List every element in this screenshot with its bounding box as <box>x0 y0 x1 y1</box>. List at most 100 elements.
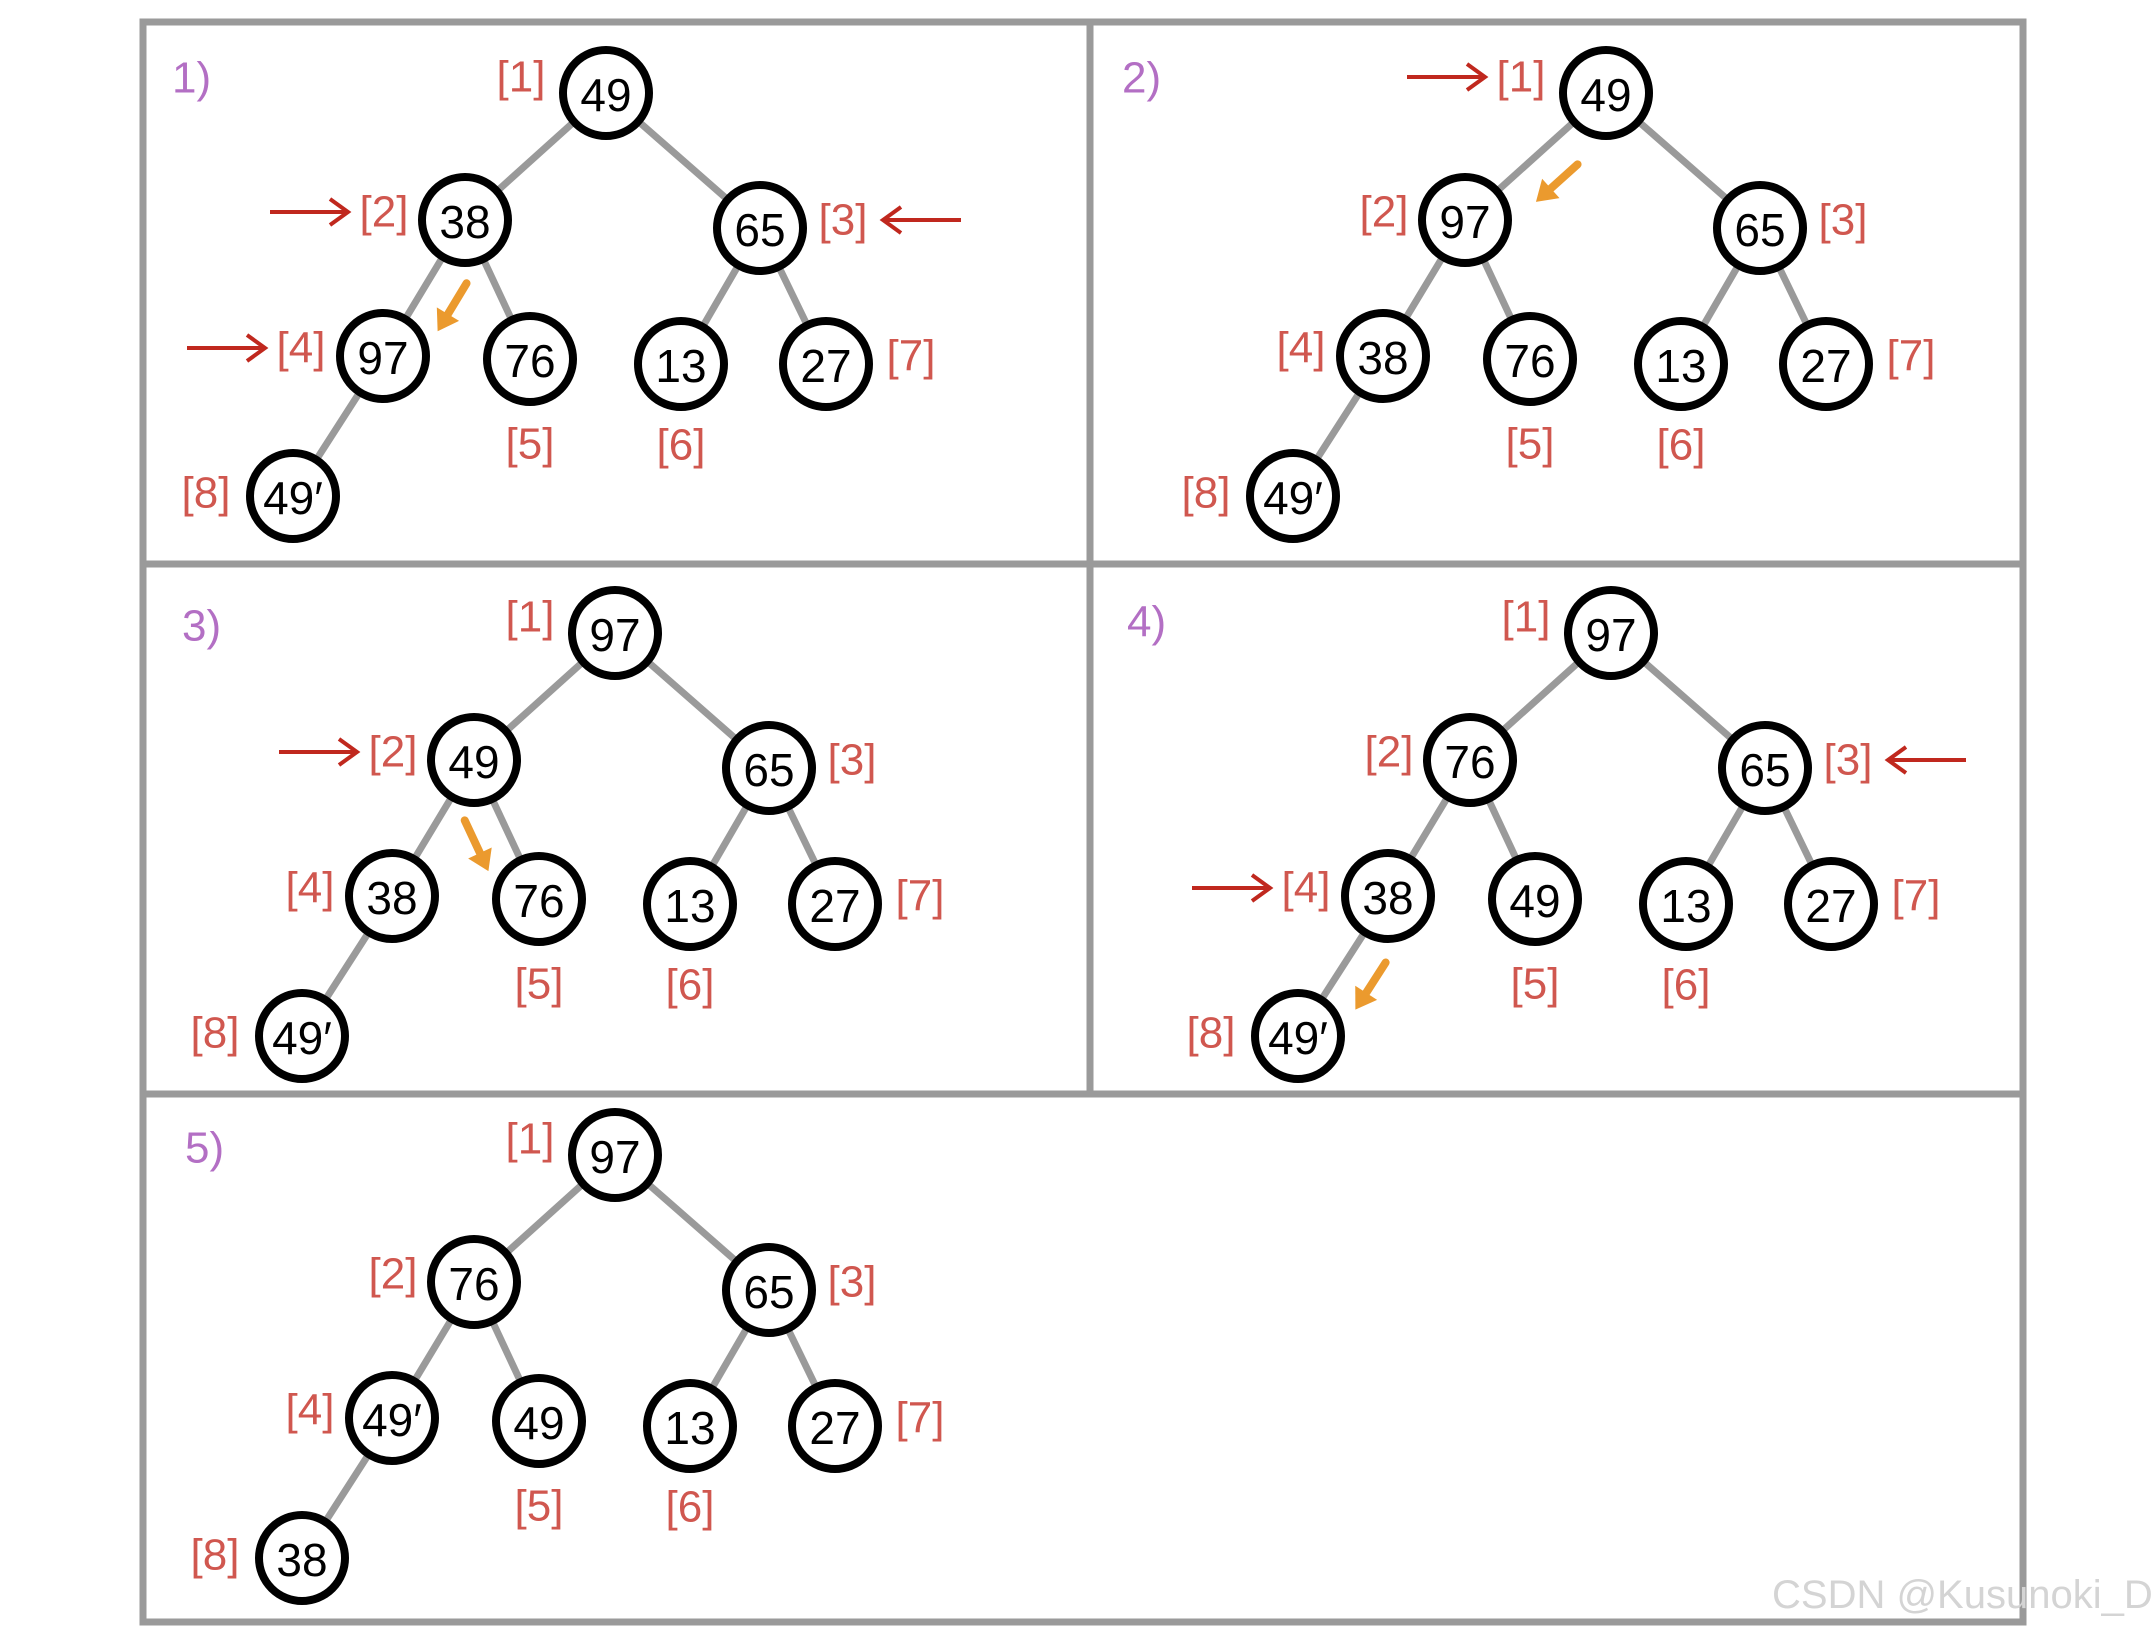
heap-node: 76[5] <box>483 312 577 469</box>
node-value: 13 <box>1655 340 1706 392</box>
heap-node: 38[4] <box>286 849 439 943</box>
node-value: 76 <box>1504 335 1555 387</box>
heap-node: 97 [1] <box>506 586 662 680</box>
node-circle <box>255 989 349 1083</box>
node-value: 49 <box>1509 875 1560 927</box>
node-circle <box>246 449 340 543</box>
node-value: 38 <box>439 196 490 248</box>
node-index-label: [4] <box>1277 324 1326 373</box>
node-value: 27 <box>1800 340 1851 392</box>
node-value: 27 <box>1805 880 1856 932</box>
node-circle <box>418 173 512 267</box>
node-value: 76 <box>1444 736 1495 788</box>
node-value: 49′ <box>272 1012 332 1064</box>
node-index-label: [6] <box>657 421 706 470</box>
node-index-label: [3] <box>828 1258 877 1307</box>
heap-node: 76[2] <box>369 1235 521 1329</box>
heap-node: 49[1] <box>497 46 653 140</box>
node-value: 97 <box>589 1131 640 1183</box>
node-value: 13 <box>1660 880 1711 932</box>
node-index-label: [3] <box>828 736 877 785</box>
red-arrow-4-head <box>245 333 269 363</box>
node-circle <box>559 46 653 140</box>
heap-node: 49′[4] <box>286 1371 439 1465</box>
heap-node: 97 [1] <box>506 1108 662 1202</box>
node-circle <box>345 1371 439 1465</box>
heap-node: 13 [6] <box>1634 317 1728 470</box>
node-value: 65 <box>743 1266 794 1318</box>
heap-node: 65[3] <box>722 721 877 815</box>
node-index-label: [1] <box>506 1115 555 1164</box>
node-index-label: [6] <box>1657 421 1706 470</box>
node-value: 97 <box>1439 196 1490 248</box>
node-circle <box>492 1374 586 1468</box>
panel-1: 1)49[1]38[2]65[3]97[4]76[5]13[6]27[7]49′… <box>172 46 961 543</box>
node-index-label: [1] <box>506 593 555 642</box>
node-value: 65 <box>1734 204 1785 256</box>
heap-node: 13[6] <box>643 857 737 1010</box>
node-index-label: [5] <box>515 1482 564 1531</box>
panel-2: 2)49[1]97[2]65[3]38[4]76[5]13[6]27[7]49′… <box>1122 46 1935 543</box>
node-value: 49 <box>513 1397 564 1449</box>
node-circle <box>788 1379 882 1473</box>
node-value: 76 <box>513 875 564 927</box>
node-circle <box>634 317 728 411</box>
node-index-label: [6] <box>1662 961 1711 1010</box>
heap-node: 97[1] <box>1502 586 1658 680</box>
node-index-label: [4] <box>277 324 326 373</box>
node-value: 49′ <box>1263 472 1323 524</box>
swap-arrow-head <box>436 307 460 332</box>
node-index-label: [2] <box>369 1250 418 1299</box>
node-value: 38 <box>1362 872 1413 924</box>
heap-node: 49′ [8] <box>1187 989 1345 1083</box>
node-circle <box>1251 989 1345 1083</box>
node-circle <box>1418 173 1512 267</box>
panel-frames <box>139 18 2027 1626</box>
swap-arrow-head <box>468 847 492 872</box>
node-value: 13 <box>664 1402 715 1454</box>
node-index-label: [8] <box>1182 469 1231 518</box>
heap-node: 49 [5] <box>492 1374 586 1531</box>
node-value: 49′ <box>263 472 323 524</box>
heap-node: 38[8] <box>191 1511 349 1605</box>
node-value: 38 <box>1357 332 1408 384</box>
node-circle <box>1784 857 1878 951</box>
heap-node: 49′ [8] <box>182 449 340 543</box>
node-circle <box>722 1243 816 1337</box>
node-value: 27 <box>809 1402 860 1454</box>
node-index-label: [7] <box>1892 872 1941 921</box>
node-value: 49′ <box>362 1394 422 1446</box>
heap-node: 65[3] <box>1718 721 1873 815</box>
node-circle <box>427 713 521 807</box>
node-circle <box>1483 312 1577 406</box>
node-index-label: [5] <box>1506 420 1555 469</box>
node-value: 97 <box>589 609 640 661</box>
step-label: 2) <box>1122 54 1161 103</box>
node-circle <box>713 181 807 275</box>
node-index-label: [8] <box>191 1009 240 1058</box>
heap-node: 27[7] <box>779 317 935 411</box>
node-value: 49′ <box>1268 1012 1328 1064</box>
node-index-label: [8] <box>1187 1009 1236 1058</box>
node-circle <box>336 309 430 403</box>
red-arrow-2-head <box>328 197 352 227</box>
swap-arrow-head <box>1355 985 1378 1010</box>
node-value: 49 <box>580 69 631 121</box>
heap-node: 27[7] <box>788 857 944 951</box>
step-label: 5) <box>185 1124 224 1173</box>
swap-arrow-shaft <box>1362 958 1390 997</box>
frame-outer <box>139 18 2027 1626</box>
node-circle <box>722 721 816 815</box>
step-label: 3) <box>182 602 221 651</box>
red-arrow-4-head <box>1250 873 1274 903</box>
node-index-label: [3] <box>1824 736 1873 785</box>
node-value: 97 <box>357 332 408 384</box>
node-circle <box>492 852 586 946</box>
node-index-label: [4] <box>286 864 335 913</box>
node-index-label: [4] <box>1282 864 1331 913</box>
swap-arrow-shaft <box>1546 160 1582 193</box>
node-index-label: [8] <box>182 469 231 518</box>
heap-node: 97[2] <box>1360 173 1512 267</box>
panel-4: 4)97[1]76[2]65[3]38[4]49[5]13[6]27[7]49′… <box>1127 586 1966 1083</box>
